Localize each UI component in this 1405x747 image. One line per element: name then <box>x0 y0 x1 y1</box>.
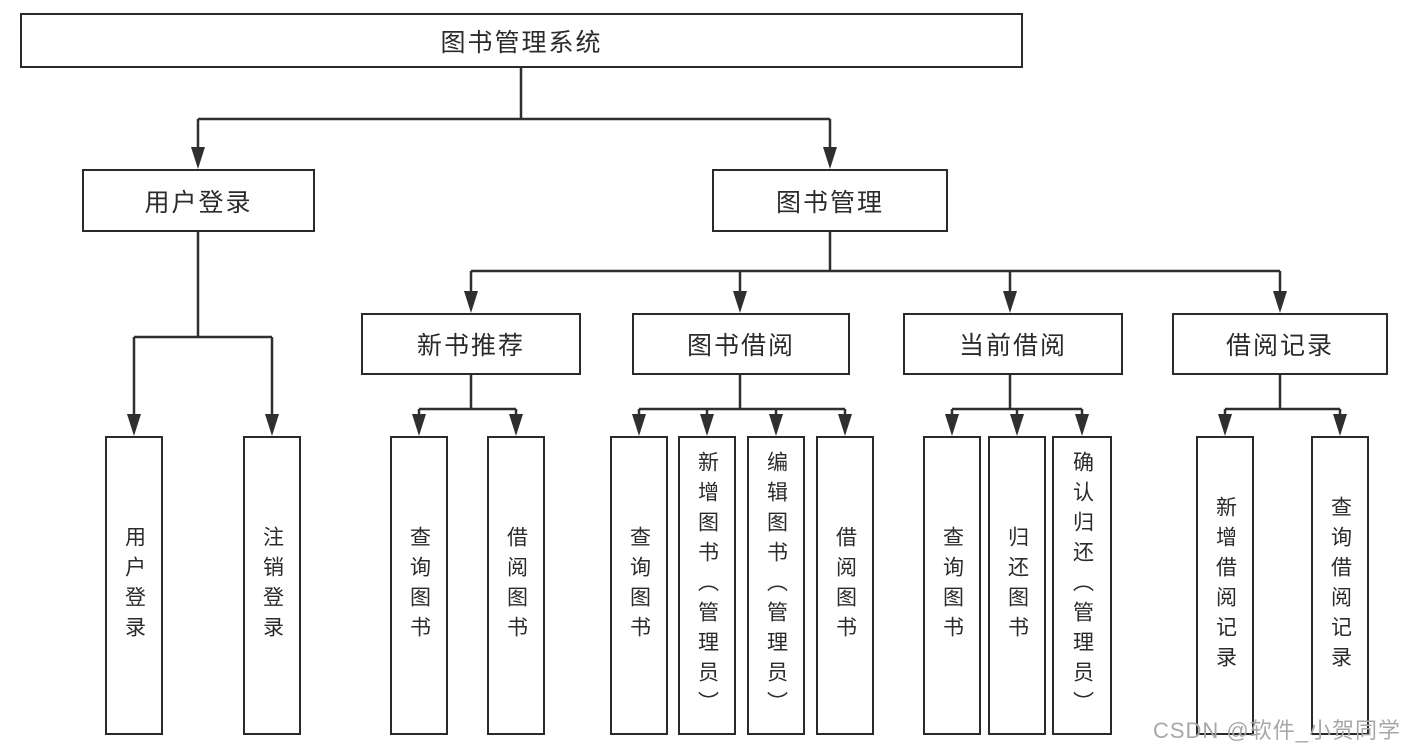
leaf-query-books-borrowing: 查询图书 <box>610 436 668 735</box>
arrow-down-icon <box>823 147 837 169</box>
leaf-query-books-current: 查询图书 <box>923 436 981 735</box>
node-new-book-recommendation: 新书推荐 <box>361 313 581 375</box>
node-borrowing-records: 借阅记录 <box>1172 313 1388 375</box>
leaf-label: 借阅图书 <box>504 525 528 646</box>
arrow-down-icon <box>733 291 747 313</box>
csdn-watermark: CSDN @软件_小贺同学 <box>1152 718 1401 743</box>
leaf-query-borrow-record: 查询借阅记录 <box>1311 436 1369 735</box>
leaf-label: 用户登录 <box>122 525 146 646</box>
leaf-label: 确认归还（管理员） <box>1070 450 1094 721</box>
leaf-borrow-books-borrowing: 借阅图书 <box>816 436 874 735</box>
node-library-management-system: 图书管理系统 <box>20 13 1023 68</box>
arrow-down-icon <box>1003 291 1017 313</box>
leaf-query-books-recommend: 查询图书 <box>390 436 448 735</box>
leaf-confirm-return-admin: 确认归还（管理员） <box>1052 436 1112 735</box>
node-current-borrowing: 当前借阅 <box>903 313 1123 375</box>
arrow-down-icon <box>700 414 714 436</box>
arrow-down-icon <box>1010 414 1024 436</box>
leaf-add-book-admin: 新增图书（管理员） <box>678 436 736 735</box>
leaf-label: 查询图书 <box>940 525 964 646</box>
leaf-label: 查询图书 <box>407 525 431 646</box>
arrow-down-icon <box>464 291 478 313</box>
arrow-down-icon <box>412 414 426 436</box>
leaf-label: 注销登录 <box>260 525 284 646</box>
leaf-label: 查询借阅记录 <box>1328 495 1352 676</box>
leaf-return-books: 归还图书 <box>988 436 1046 735</box>
leaf-borrow-books-recommend: 借阅图书 <box>487 436 545 735</box>
leaf-add-borrow-record: 新增借阅记录 <box>1196 436 1254 735</box>
node-book-borrowing: 图书借阅 <box>632 313 850 375</box>
arrow-down-icon <box>632 414 646 436</box>
leaf-label: 借阅图书 <box>833 525 857 646</box>
leaf-label: 归还图书 <box>1005 525 1029 646</box>
arrow-down-icon <box>945 414 959 436</box>
leaf-user-login: 用户登录 <box>105 436 163 735</box>
arrow-down-icon <box>509 414 523 436</box>
arrow-down-icon <box>769 414 783 436</box>
node-user-login-branch: 用户登录 <box>82 169 315 232</box>
arrow-down-icon <box>265 414 279 436</box>
leaf-logout: 注销登录 <box>243 436 301 735</box>
arrow-down-icon <box>1333 414 1347 436</box>
arrow-down-icon <box>1218 414 1232 436</box>
leaf-label: 查询图书 <box>627 525 651 646</box>
arrow-down-icon <box>838 414 852 436</box>
node-book-management: 图书管理 <box>712 169 948 232</box>
arrow-down-icon <box>127 414 141 436</box>
arrow-down-icon <box>1273 291 1287 313</box>
leaf-label: 新增借阅记录 <box>1213 495 1237 676</box>
leaf-edit-book-admin: 编辑图书（管理员） <box>747 436 805 735</box>
leaf-label: 编辑图书（管理员） <box>764 450 788 721</box>
arrow-down-icon <box>1075 414 1089 436</box>
leaf-label: 新增图书（管理员） <box>695 450 719 721</box>
arrow-down-icon <box>191 147 205 169</box>
